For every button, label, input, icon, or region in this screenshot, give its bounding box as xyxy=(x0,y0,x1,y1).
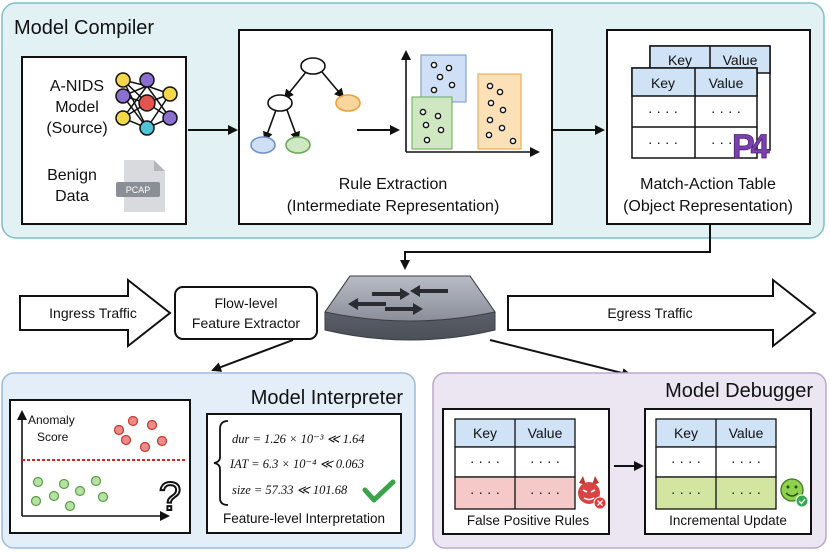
egress-traffic-arrow: Egress Traffic xyxy=(507,277,817,349)
equation-iat: IAT = 6.3 × 10⁻⁴ ≪ 0.063 xyxy=(229,457,364,471)
rule-scatter-points xyxy=(419,61,517,145)
mat-back-key: Key xyxy=(668,52,692,68)
extractor-label-1: Flow-level xyxy=(214,295,277,311)
benign-label-2: Data xyxy=(55,188,89,205)
mat-back-value: Value xyxy=(723,52,758,68)
mat-front-dots-2: · · · · xyxy=(711,103,741,119)
source-label-3: (Source) xyxy=(46,120,107,137)
fp-dots-3: · · · · xyxy=(470,484,500,500)
false-positive-rules-box: Key Value · · · · · · · · · · · · · · · … xyxy=(442,408,610,535)
update-value: Value xyxy=(729,425,764,441)
feature-extractor-box: Flow-level Feature Extractor xyxy=(174,286,318,340)
interpreter-title: Model Interpreter xyxy=(251,387,404,409)
update-dots-2: · · · · xyxy=(731,453,761,469)
arrow-compiler-to-switch xyxy=(400,224,711,270)
equation-size: size = 57.33 ≪ 101.68 xyxy=(232,483,348,497)
p4-logo-icon: P4 xyxy=(732,128,774,167)
debugger-title: Model Debugger xyxy=(665,380,813,402)
source-label-1: A-NIDS xyxy=(50,78,104,95)
compiler-title: Model Compiler xyxy=(14,17,154,39)
rule-extraction-box: Rule Extraction (Intermediate Representa… xyxy=(238,29,553,225)
anomaly-score-plot: Anomaly Score ? xyxy=(9,399,191,534)
model-debugger-panel: Model Debugger Key Value · · · · · · · ·… xyxy=(432,372,827,549)
arrow-to-interpreter xyxy=(211,339,294,372)
source-box: A-NIDS Model (Source) Benign xyxy=(21,56,187,225)
decision-tree-icon xyxy=(263,71,345,142)
neural-network-icon xyxy=(115,72,178,136)
rule-region-green xyxy=(411,96,453,150)
fp-dots-4: · · · · xyxy=(530,484,560,500)
mat-front-value: Value xyxy=(709,75,744,91)
checkmark-icon xyxy=(362,479,396,503)
anomaly-ylabel-2: Score xyxy=(37,430,69,444)
pcap-label: PCAP xyxy=(126,185,151,195)
ingress-label: Ingress Traffic xyxy=(49,305,137,321)
fp-dots-2: · · · · xyxy=(530,453,560,469)
mat-front-dots-4: · · · · xyxy=(711,134,741,150)
anomaly-ylabel-1: Anomaly xyxy=(28,413,75,427)
question-mark-icon: ? xyxy=(159,475,181,519)
malicious-devil-icon xyxy=(578,476,607,510)
rule-caption-1: Rule Extraction xyxy=(339,176,448,193)
anomaly-red-points xyxy=(113,415,168,453)
rule-caption-2: (Intermediate Representation) xyxy=(287,198,500,215)
update-dots-3: · · · · xyxy=(671,484,701,500)
arrow-to-debugger xyxy=(489,339,632,378)
egress-label: Egress Traffic xyxy=(607,305,692,321)
update-caption: Incremental Update xyxy=(669,513,787,528)
rule-region-orange xyxy=(477,73,522,150)
fp-dots-1: · · · · xyxy=(470,453,500,469)
anomaly-green-points xyxy=(30,475,109,512)
match-action-table-box: Key Value Key Value · · · · · · · · · · … xyxy=(606,29,811,225)
mat-front-key: Key xyxy=(651,75,675,91)
rule-region-blue xyxy=(420,54,467,103)
fp-value: Value xyxy=(528,425,563,441)
feature-interpretation-box: dur = 1.26 × 10⁻³ ≪ 1.64 IAT = 6.3 × 10⁻… xyxy=(206,413,402,534)
incremental-update-box: Key Value · · · · · · · · · · · · · · · … xyxy=(644,408,812,535)
ingress-traffic-arrow: Ingress Traffic xyxy=(19,277,172,349)
mat-front-dots-1: · · · · xyxy=(648,103,678,119)
network-switch-icon xyxy=(324,275,496,341)
model-interpreter-panel: Model Interpreter Anomaly Score ? xyxy=(1,372,416,549)
benign-smiley-icon xyxy=(780,478,809,508)
extractor-label-2: Feature Extractor xyxy=(192,315,300,331)
mat-table-front: Key Value · · · · · · · · · · · · · · · … xyxy=(631,67,758,159)
fp-key: Key xyxy=(473,425,497,441)
update-key: Key xyxy=(674,425,698,441)
mat-caption-1: Match-Action Table xyxy=(640,176,776,193)
mat-front-dots-3: · · · · xyxy=(648,134,678,150)
update-dots-4: · · · · xyxy=(731,484,761,500)
source-label-2: Model xyxy=(55,99,99,116)
model-compiler-panel: Model Compiler A-NIDS Model (Source) xyxy=(1,2,825,239)
mat-caption-2: (Object Representation) xyxy=(623,198,793,215)
fp-caption: False Positive Rules xyxy=(467,513,590,528)
pcap-file-icon: PCAP xyxy=(116,160,165,212)
update-dots-1: · · · · xyxy=(671,453,701,469)
p4-logo-text: P4 xyxy=(732,128,770,166)
interpretation-caption: Feature-level Interpretation xyxy=(223,511,385,526)
equation-dur: dur = 1.26 × 10⁻³ ≪ 1.64 xyxy=(232,432,365,446)
benign-label-1: Benign xyxy=(47,167,97,184)
